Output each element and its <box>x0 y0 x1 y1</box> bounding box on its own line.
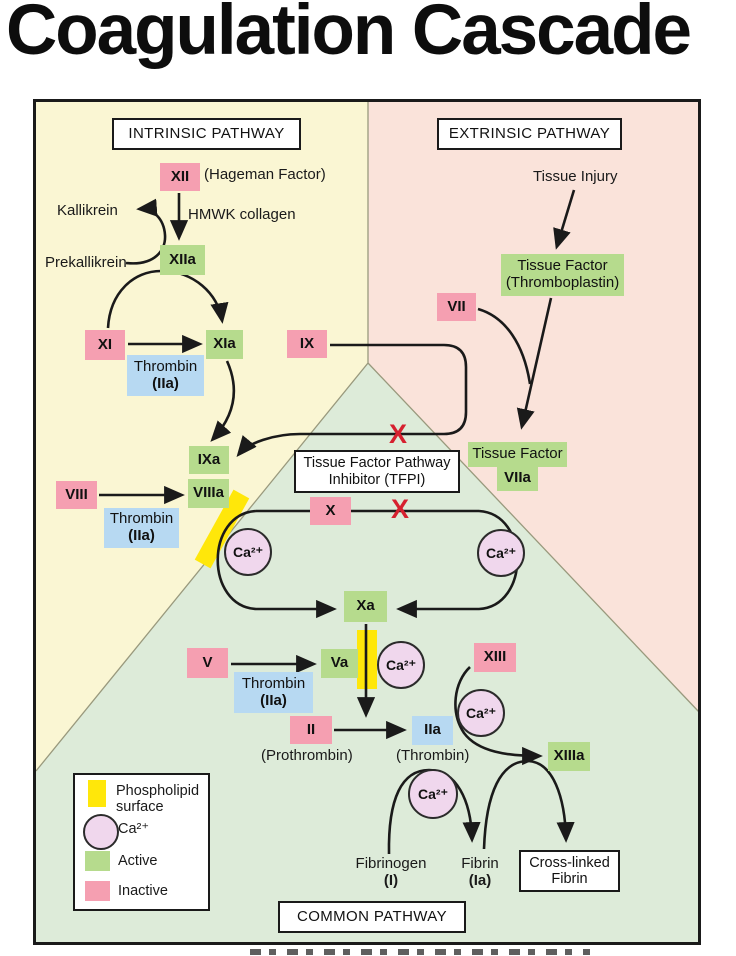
factor-x-box: X <box>310 497 351 525</box>
hageman-factor-label: (Hageman Factor) <box>204 166 326 183</box>
thrombin-paren-label: (Thrombin) <box>396 747 470 764</box>
prekallikrein-label: Prekallikrein <box>45 254 127 271</box>
factor-xi-box: XI <box>85 330 125 360</box>
calcium-circle-fibrin: Ca²⁺ <box>408 769 458 819</box>
arrow-fibrin-to-crosslinked <box>482 759 575 850</box>
factor-xia-box: XIa <box>206 330 243 359</box>
legend-inactive-label: Inactive <box>118 883 168 899</box>
fibrin-label: Fibrin(Ia) <box>461 855 499 889</box>
thrombin-iia-box-2: Thrombin(IIa) <box>104 508 179 548</box>
extrinsic-pathway-header: EXTRINSIC PATHWAY <box>437 118 622 150</box>
hmwk-collagen-label: HMWK collagen <box>188 206 296 223</box>
legend-phospholipid-swatch <box>88 780 106 807</box>
legend-active-swatch <box>85 851 110 871</box>
factor-viiia-box: VIIIa <box>188 479 229 508</box>
tfpi-inhibit-x-lower: X <box>391 494 410 524</box>
tfpi-inhibit-x-upper: X <box>389 419 408 449</box>
arrow-prekallikrein-to-kallikrein <box>125 198 167 265</box>
calcium-circle-tenase: Ca²⁺ <box>224 528 272 576</box>
factor-vii-box: VII <box>437 293 476 321</box>
factor-ii-box: II <box>290 716 332 744</box>
factor-ixa-box: IXa <box>189 446 229 474</box>
factor-ix-box: IX <box>287 330 327 358</box>
fibrinogen-label: Fibrinogen(I) <box>355 855 427 889</box>
factor-va-box: Va <box>321 649 358 678</box>
calcium-circle-extrinsic-xase: Ca²⁺ <box>477 529 525 577</box>
factor-xiia-box: XIIa <box>160 245 205 275</box>
calcium-circle-prothrombinase: Ca²⁺ <box>377 641 425 689</box>
factor-viii-box: VIII <box>56 481 97 509</box>
arrow-xiii-to-xiiia <box>454 666 543 766</box>
oval-left-to-xa <box>216 509 337 619</box>
legend-inactive-swatch <box>85 881 110 901</box>
tissue-injury-label: Tissue Injury <box>533 168 618 185</box>
factor-iia-box: IIa <box>412 716 453 745</box>
phospholipid-band-tenase <box>194 489 250 569</box>
thrombin-iia-box-3: Thrombin(IIa) <box>234 672 313 713</box>
factor-xiiia-box: XIIIa <box>548 742 590 771</box>
factor-v-box: V <box>187 648 228 678</box>
arrow-tissue-injury <box>553 189 576 250</box>
intrinsic-region <box>36 102 368 771</box>
factor-xiii-box: XIII <box>474 643 516 672</box>
legend-calcium-swatch <box>83 814 119 850</box>
diagram-border <box>33 99 701 945</box>
common-pathway-header: COMMON PATHWAY <box>278 901 466 933</box>
arrow-ix-activation-loop <box>236 343 468 458</box>
intrinsic-pathway-header: INTRINSIC PATHWAY <box>112 118 301 150</box>
calcium-circle-xiii: Ca²⁺ <box>457 689 505 737</box>
region-dividers <box>35 102 700 772</box>
factor-xii-box: XII <box>160 163 200 191</box>
page-title: Coagulation Cascade <box>6 0 692 70</box>
tissue-factor-thromboplastin-box: Tissue Factor(Thromboplastin) <box>501 254 624 296</box>
factor-viia-box: VIIa <box>497 465 538 491</box>
kallikrein-label: Kallikrein <box>57 202 118 219</box>
cropped-caption-fragment <box>250 949 590 955</box>
factor-xa-box: Xa <box>344 591 387 622</box>
curve-vii-join <box>477 307 532 385</box>
legend-calcium-label: Ca²⁺ <box>118 821 150 837</box>
thrombin-iia-box-1: Thrombin(IIa) <box>127 355 204 396</box>
arrow-tf-to-complex <box>516 297 553 430</box>
tissue-factor-complex-label: Tissue Factor <box>468 442 567 467</box>
legend-active-label: Active <box>118 853 158 869</box>
prothrombin-label: (Prothrombin) <box>261 747 353 764</box>
arrow-xia-to-ixa <box>210 360 236 442</box>
